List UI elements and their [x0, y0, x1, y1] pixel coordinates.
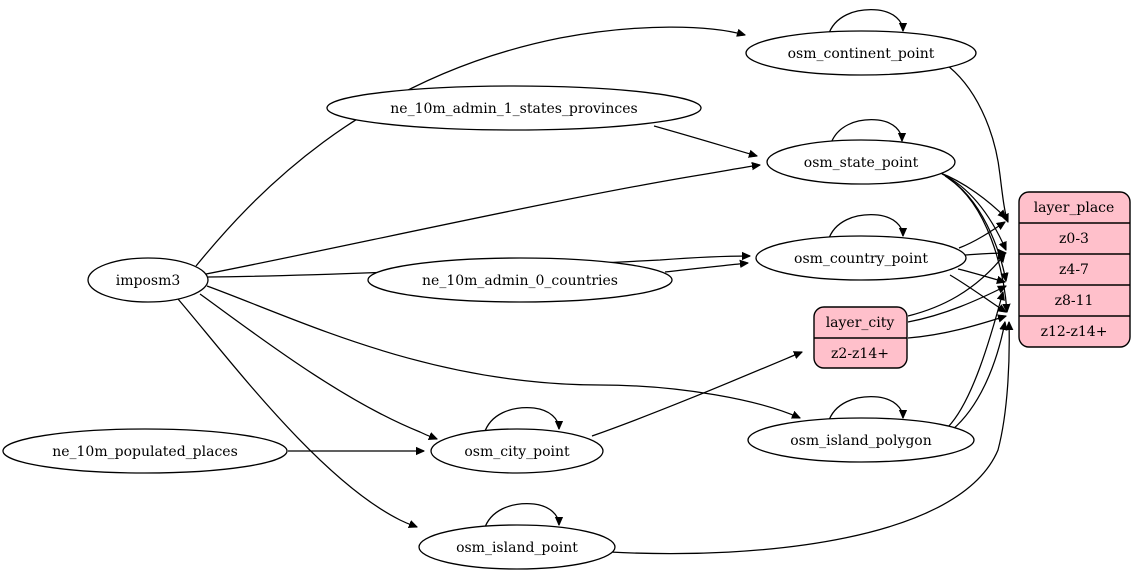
node-ne_10m_populated_places[interactable]: ne_10m_populated_places	[2, 428, 288, 474]
node-shape	[367, 257, 673, 303]
edge-osm_island_polygon-to-z12-z14+	[951, 322, 1005, 431]
layer_city-row-z2-z14+[interactable]: z2-z14+	[831, 346, 889, 362]
node-label-osm_island_point: osm_island_point	[456, 540, 578, 556]
edge-osm_city_point-to-layer_city	[591, 352, 802, 437]
edge-osm_country_point-to-z8-11	[957, 268, 1005, 282]
edge-osm_country_point-to-z0-3	[958, 222, 1005, 249]
node-osm_continent_point[interactable]: osm_continent_point	[745, 30, 977, 76]
edge-ne_countries-to-osm_country_point	[664, 263, 748, 273]
edge-imposm3-to-osm_continent_point	[195, 26, 745, 267]
node-label-imposm3: imposm3	[116, 273, 181, 289]
record-node-layer_place[interactable]: layer_place z0-3 z4-7 z8-11 z12-z14+	[1018, 191, 1131, 348]
node-osm_island_polygon[interactable]: osm_island_polygon	[747, 417, 975, 463]
node-label-osm_state_point: osm_state_point	[804, 155, 919, 171]
layer_place-row-header: layer_place	[1034, 200, 1115, 216]
edge-osm_island_polygon-to-z8-11	[947, 292, 1003, 428]
edge-osm_state_point-to-z12-z14+	[947, 177, 1007, 312]
edge-osm_island_point-to-z12-z14+	[609, 322, 1009, 555]
layer_place-row-z8-11[interactable]: z8-11	[1055, 293, 1094, 309]
edge-osm_country_point-to-z12-z14+	[949, 274, 1006, 312]
node-label-osm_country_point: osm_country_point	[794, 251, 928, 267]
layer_place-row-z0-3[interactable]: z0-3	[1059, 231, 1089, 247]
node-label-osm_continent_point: osm_continent_point	[788, 46, 935, 62]
node-label-osm_island_polygon: osm_island_polygon	[790, 433, 932, 449]
node-osm_state_point[interactable]: osm_state_point	[766, 139, 956, 185]
node-shape	[766, 139, 956, 185]
node-osm_country_point[interactable]: osm_country_point	[755, 235, 967, 281]
node-shape	[745, 30, 977, 76]
node-shape	[418, 524, 616, 570]
node-shape	[87, 257, 209, 303]
layer_place-outline	[1018, 191, 1131, 348]
node-label-ne_places: ne_10m_populated_places	[52, 444, 238, 460]
node-label-ne_countries: ne_10m_admin_0_countries	[422, 273, 618, 289]
node-shape	[747, 417, 975, 463]
node-label-ne_states: ne_10m_admin_1_states_provinces	[390, 101, 637, 117]
node-osm_city_point[interactable]: osm_city_point	[430, 428, 604, 474]
node-shape	[430, 428, 604, 474]
edge-imposm3-to-osm_city_point	[199, 293, 437, 439]
edge-self-osm_continent_point	[827, 9, 903, 37]
edges-layer	[177, 9, 1009, 555]
edge-layer_city-to-z4-7	[907, 254, 1005, 317]
edge-osm_continent_point-to-z0-3	[943, 62, 1008, 222]
edge-self-osm_city_point	[483, 407, 559, 435]
edge-imposm3-to-osm_state_point	[205, 165, 760, 275]
layer_city-row-header: layer_city	[826, 315, 895, 331]
nodes-layer: imposm3 ne_10m_admin_1_states_provinces …	[2, 30, 1131, 570]
edge-imposm3-to-osm_island_polygon	[206, 285, 800, 419]
edge-layer_city-to-z8-11	[907, 286, 1006, 323]
node-label-osm_city_point: osm_city_point	[464, 444, 570, 460]
edge-self-osm_island_point	[483, 503, 559, 531]
edge-osm_state_point-to-z4-7	[941, 173, 1007, 250]
node-ne_10m_admin_1_states_provinces[interactable]: ne_10m_admin_1_states_provinces	[326, 85, 702, 131]
layer_place-row-z4-7[interactable]: z4-7	[1059, 262, 1089, 278]
edge-ne_states-to-osm_state_point	[653, 125, 757, 156]
record-node-layer_city[interactable]: layer_city z2-z14+	[813, 306, 908, 369]
node-ne_10m_admin_0_countries[interactable]: ne_10m_admin_0_countries	[367, 257, 673, 303]
edge-imposm3-to-osm_island_point	[177, 298, 417, 527]
node-osm_island_point[interactable]: osm_island_point	[418, 524, 616, 570]
node-imposm3[interactable]: imposm3	[87, 257, 209, 303]
edge-layer_city-to-z12-z14+	[907, 316, 1006, 339]
node-shape	[326, 85, 702, 131]
node-shape	[2, 428, 288, 474]
edge-self-osm_country_point	[827, 214, 903, 242]
edge-osm_state_point-to-z0-3	[937, 171, 1006, 218]
edge-self-osm_state_point	[829, 119, 902, 147]
node-shape	[755, 235, 967, 281]
layer_place-row-z12-z14+[interactable]: z12-z14+	[1041, 324, 1108, 340]
edge-self-osm_island_polygon	[827, 396, 903, 424]
